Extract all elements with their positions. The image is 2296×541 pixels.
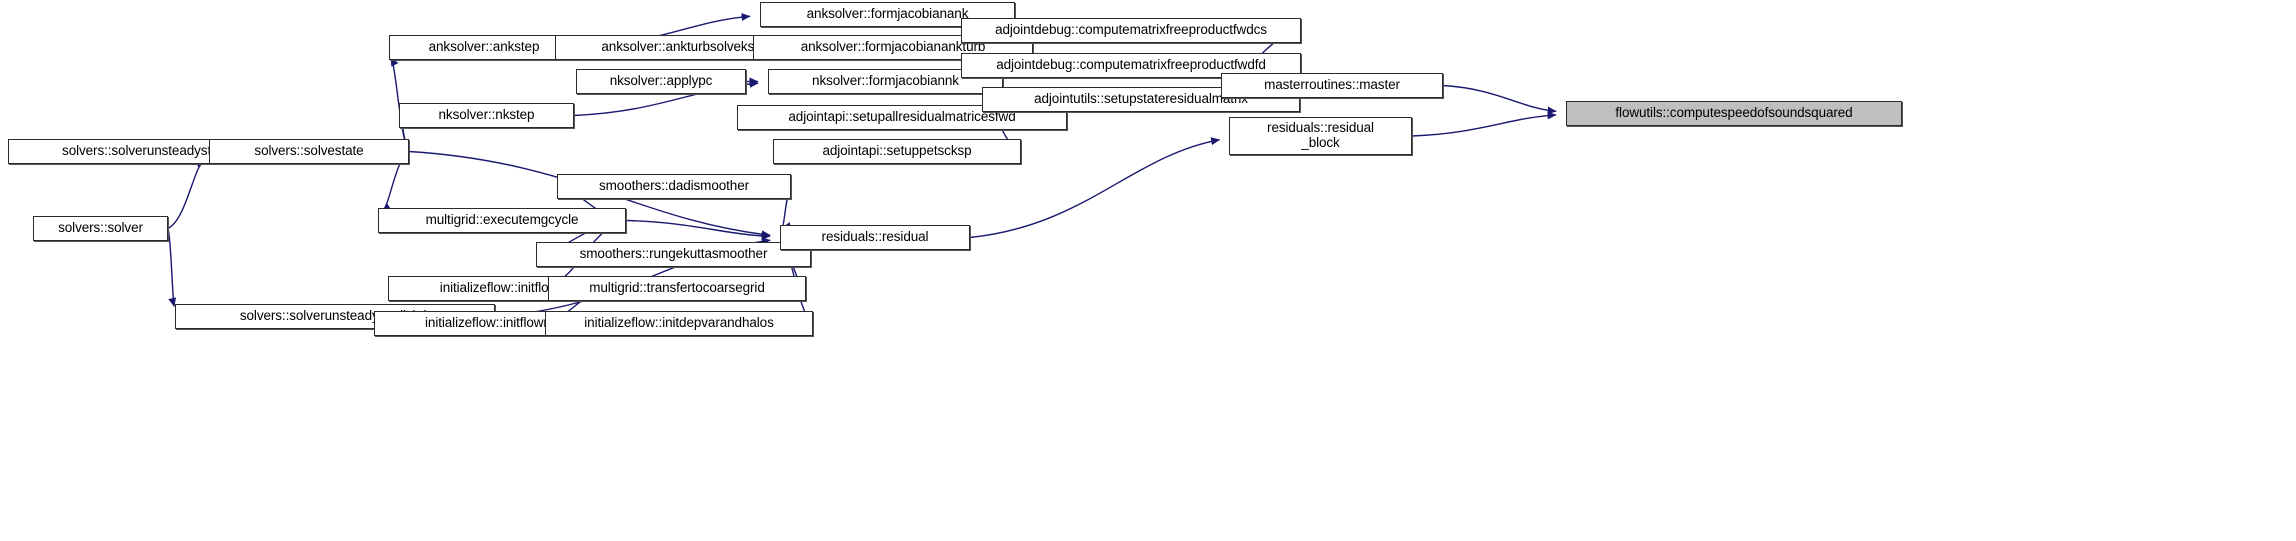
graph-node-solver[interactable]: solvers::solver xyxy=(33,216,168,241)
graph-node-rungekuttasmoother[interactable]: smoothers::rungekuttasmoother xyxy=(536,242,811,267)
graph-node-dadismoother[interactable]: smoothers::dadismoother xyxy=(557,174,791,199)
edge-master-to-computespeedofsoundsquared xyxy=(1442,84,1557,115)
graph-node-computespeedofsoundsquared[interactable]: flowutils::computespeedofsoundsquared xyxy=(1566,101,1902,126)
graph-node-executemgcycle[interactable]: multigrid::executemgcycle xyxy=(378,208,626,233)
graph-node-setuppetscksp[interactable]: adjointapi::setuppetscksp xyxy=(773,139,1021,164)
graph-node-applypc[interactable]: nksolver::applypc xyxy=(576,69,746,94)
graph-node-nkstep[interactable]: nksolver::nkstep xyxy=(399,103,574,128)
graph-node-solvestate[interactable]: solvers::solvestate xyxy=(209,139,409,164)
graph-node-ankstep[interactable]: anksolver::ankstep xyxy=(389,35,579,60)
graph-node-residual[interactable]: residuals::residual xyxy=(780,225,970,250)
graph-node-transfertocoarsegrid[interactable]: multigrid::transfertocoarsegrid xyxy=(548,276,806,301)
graph-node-setupstateresidualmatrix[interactable]: adjointutils::setupstateresidualmatrix xyxy=(982,87,1300,112)
graph-node-residual_block[interactable]: residuals::residual _block xyxy=(1229,117,1412,155)
graph-node-master[interactable]: masterroutines::master xyxy=(1221,73,1443,98)
graph-node-initdepvarandhalos[interactable]: initializeflow::initdepvarandhalos xyxy=(545,311,813,336)
graph-node-computematrixfreeproductfwdcs[interactable]: adjointdebug::computematrixfreeproductfw… xyxy=(961,18,1301,43)
graph-node-formjacobianankturb[interactable]: anksolver::formjacobianankturb xyxy=(753,35,1033,60)
edge-solver-to-solverunsteadyexplicitrk xyxy=(167,228,177,307)
edge-solver-to-solvestate xyxy=(167,159,205,230)
edge-executemgcycle-to-residual xyxy=(625,219,771,240)
edge-residual_block-to-computespeedofsoundsquared xyxy=(1411,111,1557,137)
